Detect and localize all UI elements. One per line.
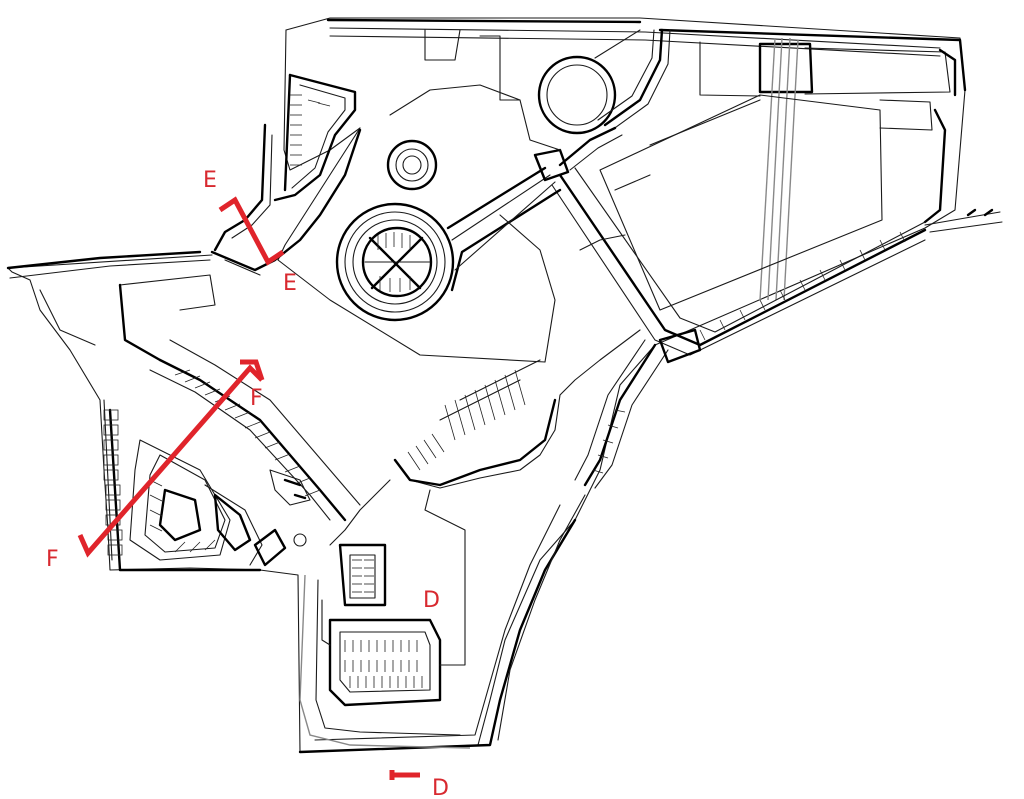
section-label-d-bottom: D (432, 776, 449, 799)
south-loop-road (298, 479, 586, 754)
north-roundabout (537, 28, 671, 171)
section-label-e-bottom: E (283, 271, 297, 296)
east-parcel (599, 94, 1003, 311)
central-interchange (335, 139, 570, 322)
main-diagonal-road (551, 167, 927, 489)
section-label-f-top: F (250, 386, 263, 411)
section-cut-e (218, 196, 285, 266)
central-parcel (277, 84, 641, 489)
curved-parking (393, 359, 557, 487)
west-road (6, 250, 216, 362)
southwest-development (103, 339, 361, 572)
section-cut-f (77, 359, 265, 558)
utility-corridor (759, 37, 799, 301)
site-boundary (7, 17, 967, 753)
northwest-parking (210, 73, 362, 276)
south-parking (321, 489, 466, 707)
north-road (329, 27, 957, 131)
section-label-e-top: E (203, 168, 217, 193)
section-cut-d (389, 770, 420, 780)
section-label-d-top: D (423, 588, 440, 613)
section-label-f-bottom: F (46, 547, 59, 572)
